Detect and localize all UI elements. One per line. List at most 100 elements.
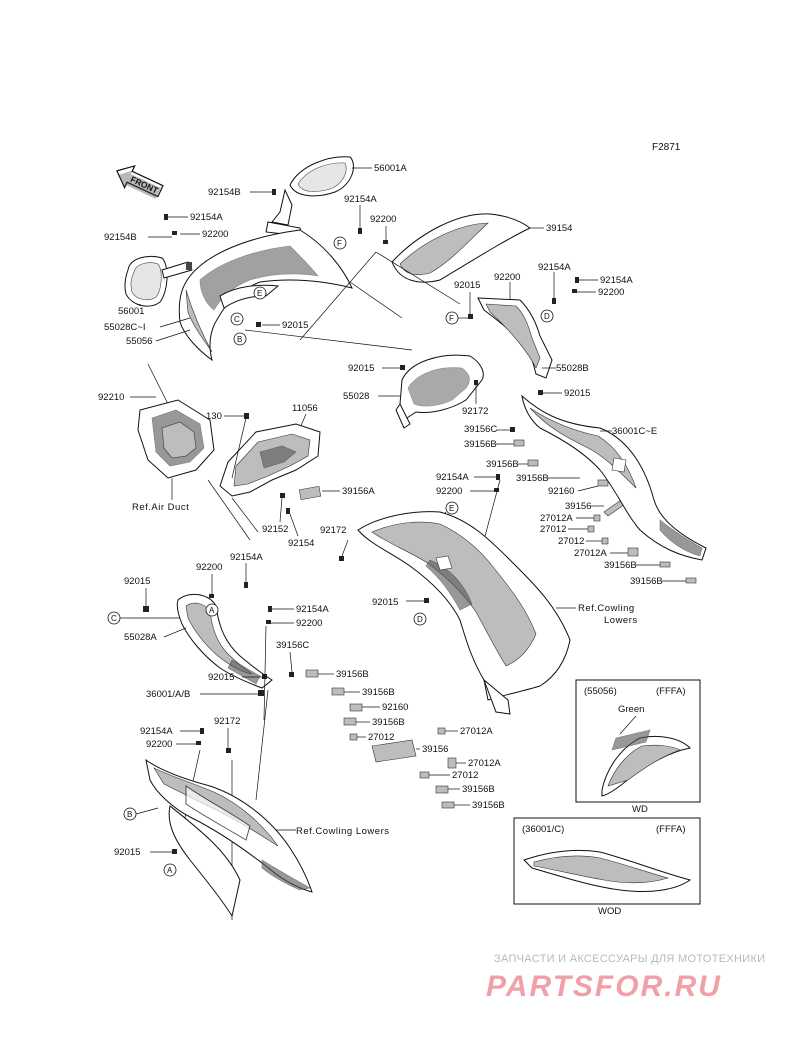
label-39156-b: 39156	[422, 744, 448, 755]
label-92160-b: 92160	[382, 702, 408, 713]
inner-cowl-middle	[357, 511, 571, 715]
callout-B-a: B	[237, 335, 242, 344]
inset-wd-part: (55056)	[584, 686, 617, 697]
label-27012A-a: 27012A	[540, 513, 573, 524]
label-55028: 55028	[343, 391, 369, 402]
inset-wod-code: (FFFA)	[656, 824, 686, 835]
label-39156B-f: 39156B	[336, 669, 369, 680]
label-92160-a: 92160	[548, 486, 574, 497]
label-92154B-b: 92154B	[104, 232, 137, 243]
label-39156B-i: 39156B	[462, 784, 495, 795]
side-cowl-left	[145, 758, 313, 918]
label-92154A-b: 92154A	[344, 194, 377, 205]
callout-D-a: D	[544, 312, 550, 321]
label-92154A-d: 92154A	[600, 275, 633, 286]
bracket-55028	[395, 354, 484, 429]
figure-code: F2871	[652, 142, 681, 153]
ref-cowling-lowers-a2: Lowers	[604, 615, 638, 626]
label-92200-a: 92200	[202, 229, 228, 240]
label-92154B-top: 92154B	[208, 187, 241, 198]
ref-cowling-lowers-b: Ref.Cowling Lowers	[296, 826, 389, 837]
callout-C-a: C	[234, 315, 240, 324]
air-duct-bracket	[137, 399, 215, 479]
label-92172-a: 92172	[462, 406, 488, 417]
inset-wod-cowl	[523, 849, 692, 893]
inset-wd-color: Green	[618, 704, 644, 715]
label-92154: 92154	[288, 538, 314, 549]
label-92154A-f: 92154A	[230, 552, 263, 563]
label-92015-f: 92015	[124, 576, 150, 587]
callout-F-a: F	[337, 239, 342, 248]
label-92200-c: 92200	[494, 272, 520, 283]
label-92200-f: 92200	[196, 562, 222, 573]
label-39156B-c: 39156B	[516, 473, 549, 484]
label-27012-d: 27012	[452, 770, 478, 781]
label-92210: 92210	[98, 392, 124, 403]
inset-wd-cowl	[601, 729, 692, 797]
label-39156B-h: 39156B	[372, 717, 405, 728]
callout-F-b: F	[449, 314, 454, 323]
label-92200-b: 92200	[370, 214, 396, 225]
label-92152: 92152	[262, 524, 288, 535]
label-39156B-e: 39156B	[630, 576, 663, 587]
label-92015-d: 92015	[348, 363, 374, 374]
label-92172-b: 92172	[320, 525, 346, 536]
label-92015-b: 92015	[454, 280, 480, 291]
label-27012-b: 27012	[558, 536, 584, 547]
label-92015-c: 92015	[564, 388, 590, 399]
label-27012-a: 27012	[540, 524, 566, 535]
label-11056: 11056	[292, 403, 318, 414]
label-39156C-b: 39156C	[276, 640, 309, 651]
callout-A-b: A	[167, 866, 173, 875]
label-92154A-c: 92154A	[538, 262, 571, 273]
label-92200-h: 92200	[146, 739, 172, 750]
label-92015-g: 92015	[208, 672, 234, 683]
callout-B-b: B	[127, 810, 132, 819]
inset-wd-box	[575, 679, 701, 803]
callout-D-b: D	[417, 615, 423, 624]
label-92172-c: 92172	[214, 716, 240, 727]
label-39156-a: 39156	[565, 501, 591, 512]
label-92154A-g: 92154A	[296, 604, 329, 615]
inset-wod-caption: WOD	[598, 906, 621, 917]
label-55028B: 55028B	[556, 363, 589, 374]
label-27012A-c: 27012A	[460, 726, 493, 737]
inset-wd-caption: WD	[632, 804, 648, 815]
inset-wd-code: (FFFA)	[656, 686, 686, 697]
inset-wod-part: (36001/C)	[522, 824, 564, 835]
label-56001A: 56001A	[374, 163, 407, 174]
label-27012-c: 27012	[368, 732, 394, 743]
callout-A-a: A	[209, 606, 215, 615]
label-36001C: 36001C~E	[612, 426, 657, 437]
label-27012A-d: 27012A	[468, 758, 501, 769]
cowling-stay	[219, 423, 321, 497]
label-92015-i: 92015	[114, 847, 140, 858]
mirror-right	[265, 156, 354, 237]
label-27012A-b: 27012A	[574, 548, 607, 559]
callout-E-a: E	[257, 289, 262, 298]
label-39156A: 39156A	[342, 486, 375, 497]
label-92154A-e: 92154A	[436, 472, 469, 483]
callout-C-b: C	[111, 614, 117, 623]
label-92200-g: 92200	[296, 618, 322, 629]
ref-cowling-lowers-a: Ref.Cowling	[578, 603, 635, 614]
label-39156B-j: 39156B	[472, 800, 505, 811]
label-92015-a: 92015	[282, 320, 308, 331]
bracket-55028B	[477, 297, 553, 379]
label-55028A: 55028A	[124, 632, 157, 643]
watermark-brand: PARTSFOR.RU	[486, 970, 722, 1003]
label-55056: 55056	[126, 336, 152, 347]
label-39156B-a: 39156B	[464, 439, 497, 450]
ref-air-duct: Ref.Air Duct	[132, 502, 189, 513]
label-92200-e: 92200	[436, 486, 462, 497]
label-39156B-b: 39156B	[486, 459, 519, 470]
label-39154: 39154	[546, 223, 572, 234]
callout-E-b: E	[449, 504, 454, 513]
mirror-left	[124, 255, 193, 307]
side-cowl-right	[521, 394, 707, 561]
label-39156B-g: 39156B	[362, 687, 395, 698]
label-39156B-d: 39156B	[604, 560, 637, 571]
label-39156C-a: 39156C	[464, 424, 497, 435]
label-55028C: 55028C~I	[104, 322, 145, 333]
